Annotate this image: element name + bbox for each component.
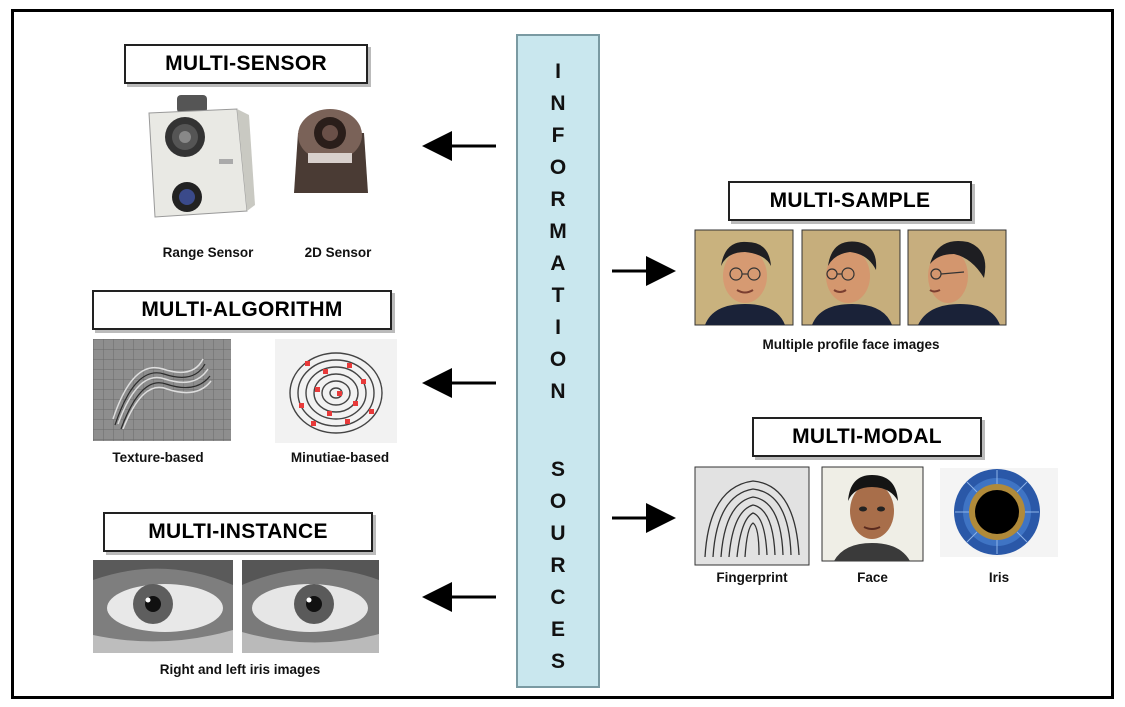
texture-based-caption: Texture-based bbox=[112, 450, 204, 465]
face-frontal-image bbox=[694, 229, 794, 326]
face-image bbox=[821, 466, 924, 562]
texture-fingerprint-image bbox=[93, 339, 231, 441]
iris-caption: Iris bbox=[988, 570, 1010, 585]
right-iris-image bbox=[93, 560, 233, 653]
column-letter: R bbox=[550, 554, 566, 577]
column-letter: C bbox=[550, 586, 566, 609]
face-caption: Face bbox=[857, 570, 888, 585]
face-profile-image bbox=[907, 229, 1007, 326]
left-iris-image bbox=[242, 560, 379, 653]
multi-modal-title: MULTI-MODAL bbox=[752, 417, 982, 457]
profile-faces-caption: Multiple profile face images bbox=[762, 337, 940, 352]
multi-algorithm-title: MULTI-ALGORITHM bbox=[92, 290, 392, 330]
2d-sensor-caption: 2D Sensor bbox=[304, 245, 372, 260]
column-letter: N bbox=[550, 380, 566, 403]
column-letter: A bbox=[550, 252, 566, 275]
2d-sensor-image bbox=[294, 109, 368, 193]
face-three-quarter-image bbox=[801, 229, 901, 326]
column-letter: O bbox=[549, 156, 567, 179]
column-letter: M bbox=[549, 220, 567, 243]
column-letter: N bbox=[550, 92, 566, 115]
minutiae-based-caption: Minutiae-based bbox=[290, 450, 390, 465]
column-letter: I bbox=[555, 60, 561, 83]
multi-sample-title: MULTI-SAMPLE bbox=[728, 181, 972, 221]
fingerprint-image bbox=[694, 466, 810, 566]
information-sources-column: I N F O R M A T I O N S O U R C E S bbox=[516, 34, 600, 688]
column-letter: I bbox=[555, 316, 561, 339]
column-letter: S bbox=[550, 458, 565, 481]
multi-instance-title: MULTI-INSTANCE bbox=[103, 512, 373, 552]
iris-images-caption: Right and left iris images bbox=[159, 662, 321, 677]
minutiae-fingerprint-image bbox=[275, 339, 397, 443]
column-letter: O bbox=[549, 348, 567, 371]
column-letter: E bbox=[550, 618, 565, 641]
column-letter: T bbox=[551, 284, 565, 307]
column-letter: S bbox=[550, 650, 565, 673]
column-letter: U bbox=[550, 522, 566, 545]
column-letter: O bbox=[549, 490, 567, 513]
multi-sensor-title: MULTI-SENSOR bbox=[124, 44, 368, 84]
fingerprint-caption: Fingerprint bbox=[716, 570, 788, 585]
range-sensor-caption: Range Sensor bbox=[162, 245, 254, 260]
iris-image bbox=[940, 468, 1058, 557]
range-sensor-image bbox=[148, 95, 255, 218]
column-letter: F bbox=[551, 124, 565, 147]
column-letter: R bbox=[550, 188, 566, 211]
